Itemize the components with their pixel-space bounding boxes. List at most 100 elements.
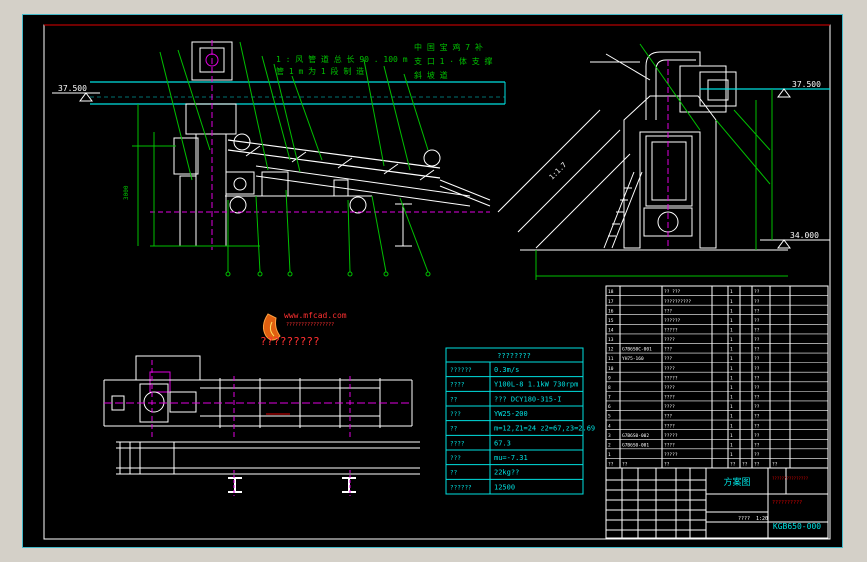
note-1: 中 国 宝 鸡 7 补 [414,42,483,52]
bom-cell: 12 [608,347,614,353]
bom-cell: 1 [730,308,733,314]
elevation-label-right-top: 37.500 [792,80,821,89]
note-3: 管 1 m 为 1 段 制 造 [276,66,364,76]
bom-cell: 1 [730,337,733,343]
note-5: 斜 坡 道 [414,70,448,80]
bom-cell: ????? [664,328,678,334]
front-elevation-view: 37.500 [52,40,506,277]
spec-row-value: YW25-200 [494,410,528,418]
bom-cell: 1 [730,318,733,324]
bom-cell: ???? [664,366,675,372]
bom-cell: ?? [754,308,760,314]
bom-header-cell: ?? [664,462,670,468]
spec-row-label: ?? [450,426,458,433]
spec-row-value: 67.3 [494,439,511,447]
bom-cell: ?? [754,385,760,391]
flame-logo-icon [262,313,281,341]
slope-ratio-label: 1:1.7 [548,161,569,182]
bom-cell: ?? [754,318,760,324]
spec-row-value: 0.3m/s [494,366,519,374]
bom-cell: ??? [664,308,672,314]
bom-cell: G7B6S0C-001 [622,347,652,353]
bom-cell: ????? [664,433,678,439]
bom-cell: 1 [730,414,733,420]
bom-cell: 1 [730,433,733,439]
bom-cell: 15 [608,318,614,324]
note-4: 支 口 1 · 体 支 撑 [414,56,493,66]
spec-table: ???????? ??????0.3m/s????Y100L-8 1.1kW 7… [445,347,595,495]
scale-label: 1:20 [756,516,768,522]
spec-row-label: ?????? [450,367,472,374]
bom-cell: ??? [664,347,672,353]
left-dimension-label: 3000 [123,185,130,200]
bom-cell: ???? [664,404,675,410]
i-beam-icon [228,477,242,493]
bom-cell: 1 [730,347,733,353]
bom-cell: 1 [730,395,733,401]
bom-cell: ?? [754,356,760,362]
bom-cell: ?? [754,452,760,458]
i-beam-icon [342,477,356,493]
bom-cell: ???? [664,337,675,343]
bom-header-cell: ?? [742,462,748,468]
bom-cell: 1 [730,452,733,458]
spec-row-value: m=12,Z1=24 z2=67,z3=2.69 [494,425,595,433]
sheet-label: ???? [738,516,750,522]
bom-cell: 14 [608,328,614,334]
bom-cell: ?? [754,404,760,410]
spec-row-label: ?? [450,470,458,477]
bom-cell: 1 [730,366,733,372]
bom-cell: ?? [754,414,760,420]
elevation-label-right-bottom: 34.000 [790,231,819,240]
bom-cell: ???? [664,423,675,429]
spec-row-label: ???? [450,440,465,447]
bom-cell: ???? [664,442,675,448]
bom-cell: 1 [730,442,733,448]
bom-cell: ??? [664,414,672,420]
spec-row-label: ??? [450,455,461,462]
bom-header-cell: ?? [730,462,736,468]
bom-cell: 5 [608,414,611,420]
spec-row-value: 22kg?? [494,469,519,477]
bom-cell: 1 [730,289,733,295]
company-line-b: ?????????? [772,500,802,506]
bom-cell: 1 [730,385,733,391]
bom-cell: ?? ??? [664,289,681,295]
spec-row-label: ?? [450,396,458,403]
note-2: 1 : 风 管 道 总 长 90 . 100 m [276,54,408,64]
bom-cell: 9 [608,375,611,381]
bom-cell: 1 [730,375,733,381]
bom-cell: 17 [608,299,614,305]
logo-text: www.mfcad.com [284,311,347,320]
bom-cell: 11 [608,356,614,362]
bom-cell: ?? [754,395,760,401]
bom-cell: ?? [754,299,760,305]
spec-table-title: ???????? [497,352,531,360]
company-line-a: ??????????????? [772,476,809,481]
bom-cell: 1 [730,328,733,334]
bom-cell: ?? [754,347,760,353]
bom-cell: 1 [730,299,733,305]
bom-cell: ?? [754,328,760,334]
bom-cell: ???? [664,395,675,401]
bom-cell: ?? [754,433,760,439]
spec-row-value: 12500 [494,483,515,491]
bom-cell: YH75-160 [622,356,644,362]
bom-cell: 1 [730,356,733,362]
spec-row-value: ??? DCY180-315-I [494,395,561,403]
plan-view [103,355,420,496]
bom-cell: 4 [608,423,611,429]
bom-cell: ?????????? [664,299,691,305]
bom-cell: ?? [754,442,760,448]
bom-header-cell: ?? [772,462,778,468]
bom-cell: 10 [608,366,614,372]
bom-cell: 1 [730,423,733,429]
bom-cell: ????? [664,375,678,381]
bom-cell: 7 [608,395,611,401]
bom-cell: ?? [754,366,760,372]
spec-row-label: ???? [450,382,465,389]
bom-header-cell: ?? [608,462,614,468]
bom-cell: 3 [608,433,611,439]
bom-cell: 1 [608,452,611,458]
